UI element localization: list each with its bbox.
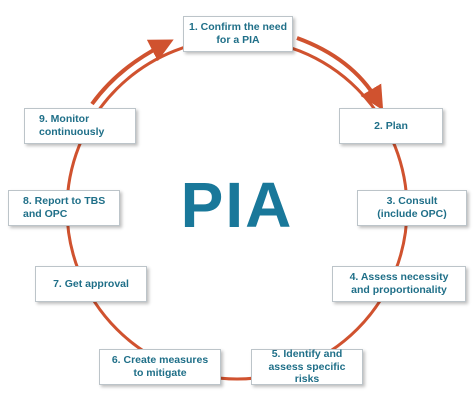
step-4-line-1: 4. Assess necessity xyxy=(349,271,449,284)
step-3-line-2: (include OPC) xyxy=(377,208,447,220)
step-4-line-2: and proportionality xyxy=(351,284,447,296)
step-1-box: 1. Confirm the need for a PIA xyxy=(183,16,293,52)
step-9-box: 9. Monitor continuously xyxy=(24,108,136,144)
step-5-line-2: assess specific risks xyxy=(268,360,346,386)
step-3-box: 3. Consult (include OPC) xyxy=(357,190,467,226)
center-label: PIA xyxy=(180,169,294,241)
step-6-line-1: 6. Create measures xyxy=(111,354,209,367)
arrow-step9-to-step1 xyxy=(90,39,174,106)
step-9-line-2: continuously xyxy=(39,126,105,138)
step-4-box: 4. Assess necessity and proportionality xyxy=(332,266,466,302)
step-1-line-2: for a PIA xyxy=(216,34,260,46)
step-5-box: 5. Identify and assess specific risks xyxy=(251,348,363,386)
step-7-line-1: 7. Get approval xyxy=(53,277,129,290)
step-5-line-1: 5. Identify and xyxy=(271,348,343,361)
step-2-box: 2. Plan xyxy=(339,108,443,144)
step-8-line-1: 8. Report to TBS xyxy=(23,195,106,208)
step-1-line-1: 1. Confirm the need xyxy=(189,21,288,34)
step-6-box: 6. Create measures to mitigate xyxy=(99,349,221,385)
step-6-line-2: to mitigate xyxy=(133,367,187,379)
step-9-line-1: 9. Monitor xyxy=(39,113,90,126)
step-8-line-2: and OPC xyxy=(23,208,68,220)
step-7-box: 7. Get approval xyxy=(35,266,147,302)
step-8-box: 8. Report to TBS and OPC xyxy=(8,190,120,226)
arrow-step1-to-step2 xyxy=(296,36,384,111)
step-2-line-1: 2. Plan xyxy=(374,119,408,132)
step-3-line-1: 3. Consult xyxy=(386,195,438,208)
